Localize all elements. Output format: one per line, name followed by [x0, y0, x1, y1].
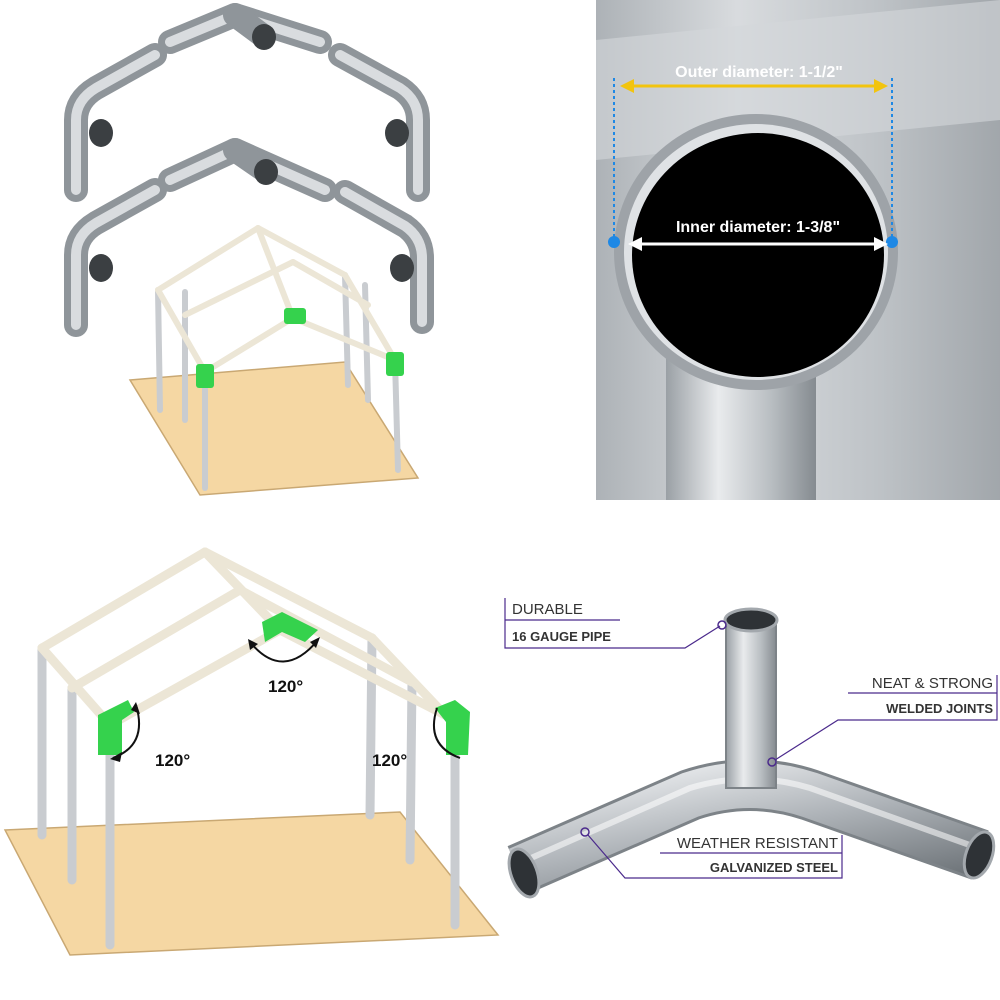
angle-label-right: 120° [372, 751, 407, 770]
elbow-fitting-icon [328, 43, 430, 202]
three-way-fitting-icon [158, 3, 332, 54]
elbow-fitting-icon [64, 43, 167, 202]
weather-detail: GALVANIZED STEEL [710, 860, 838, 875]
callout-durable: DURABLE 16 GAUGE PIPE [504, 598, 727, 649]
inner-diameter-arrow [628, 237, 888, 251]
frame-angle-panel: 120° 120° 120° [0, 530, 510, 1000]
pipe-cross-section-icon: Outer diameter: 1-1/2" Inner diameter: 1… [596, 0, 1000, 500]
pipe-cross-section-panel: Outer diameter: 1-1/2" Inner diameter: 1… [596, 0, 1000, 500]
green-connectors [98, 612, 470, 755]
durable-heading: DURABLE [512, 601, 583, 618]
durable-detail: 16 GAUGE PIPE [512, 629, 611, 644]
fittings-panel [0, 0, 500, 500]
three-way-fitting-icon [158, 138, 337, 202]
features-panel: DURABLE 16 GAUGE PIPE NEAT & STRONG WELD… [500, 580, 1000, 1000]
callout-weather: WEATHER RESISTANT GALVANIZED STEEL [580, 827, 843, 879]
outer-diameter-arrow [620, 79, 888, 93]
outer-diameter-label: Outer diameter: 1-1/2" [675, 64, 843, 81]
angle-label-peak: 120° [268, 677, 303, 696]
canopy-frame-icon: 120° 120° 120° [3, 547, 500, 956]
angle-label-left: 120° [155, 751, 190, 770]
elbow-fitting-icon [333, 180, 434, 334]
welded-detail: WELDED JOINTS [886, 701, 993, 716]
weather-heading: WEATHER RESISTANT [677, 835, 838, 852]
canopy-frame-icon [64, 3, 434, 496]
frame-model [128, 225, 420, 496]
y-fitting-icon: DURABLE 16 GAUGE PIPE NEAT & STRONG WELD… [504, 598, 998, 899]
inner-diameter-label: Inner diameter: 1-3/8" [676, 219, 840, 236]
callout-welded: NEAT & STRONG WELDED JOINTS [767, 675, 998, 767]
welded-heading: NEAT & STRONG [872, 675, 993, 692]
elbow-fitting-icon [64, 178, 167, 337]
